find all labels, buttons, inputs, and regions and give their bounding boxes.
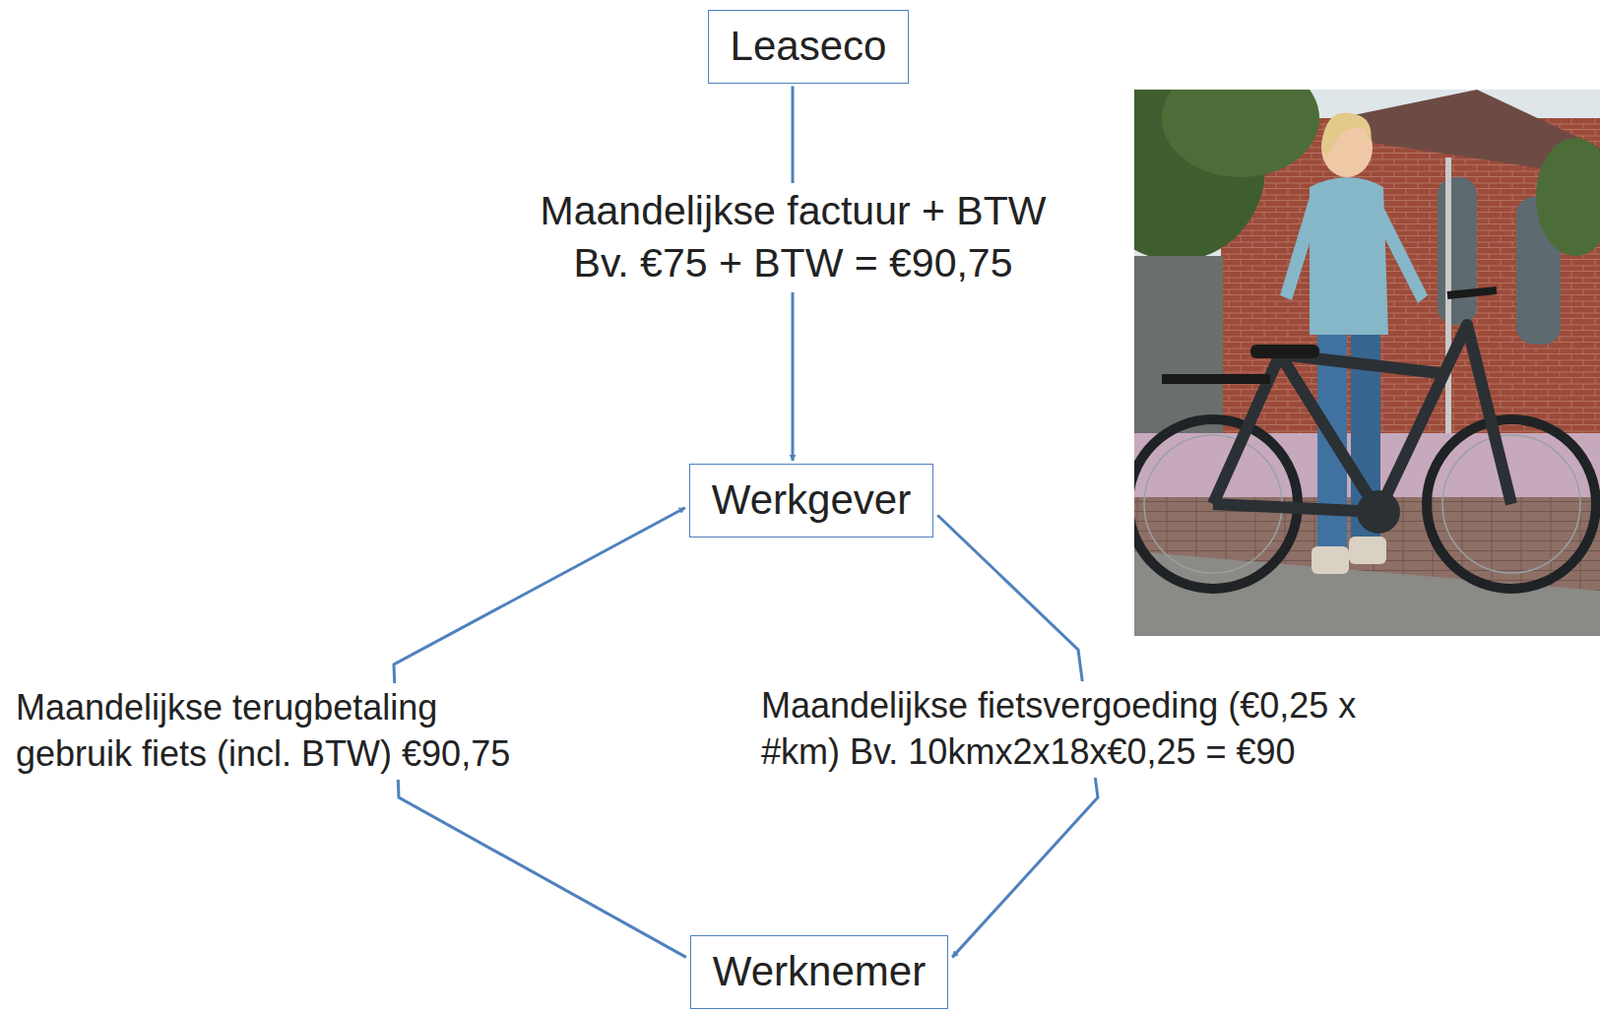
tree [1536,137,1600,256]
process-box: Leaseco [707,9,910,84]
rack [1161,374,1271,384]
wheel [1426,419,1597,589]
photo-content [1134,89,1600,637]
box-label: Leaseco [730,19,888,74]
window [1437,177,1477,325]
motor [1356,490,1401,534]
box-label: Werkgever [711,473,911,528]
spokes [1442,435,1581,574]
handlebar [1447,290,1497,296]
saddle [1250,344,1320,359]
box-label: Werknemer [712,945,926,1000]
bike-frame [1213,324,1512,512]
process-box: Werknemer [690,935,949,1010]
tree [1161,89,1320,178]
edge-label: Maandelijkse terugbetaling gebruik fiets… [11,683,534,780]
arm [1373,196,1428,304]
edge-label: Maandelijkse factuur + BTW Bv. €75 + BTW… [534,183,1052,293]
sweater [1309,177,1389,335]
boot [1311,546,1349,575]
boot [1348,536,1387,565]
hair [1321,112,1372,158]
arm [1280,196,1320,301]
process-box: Werkgever [689,463,934,538]
edge-label: Maandelijkse fietsvergoeding (€0,25 x #k… [757,681,1447,778]
